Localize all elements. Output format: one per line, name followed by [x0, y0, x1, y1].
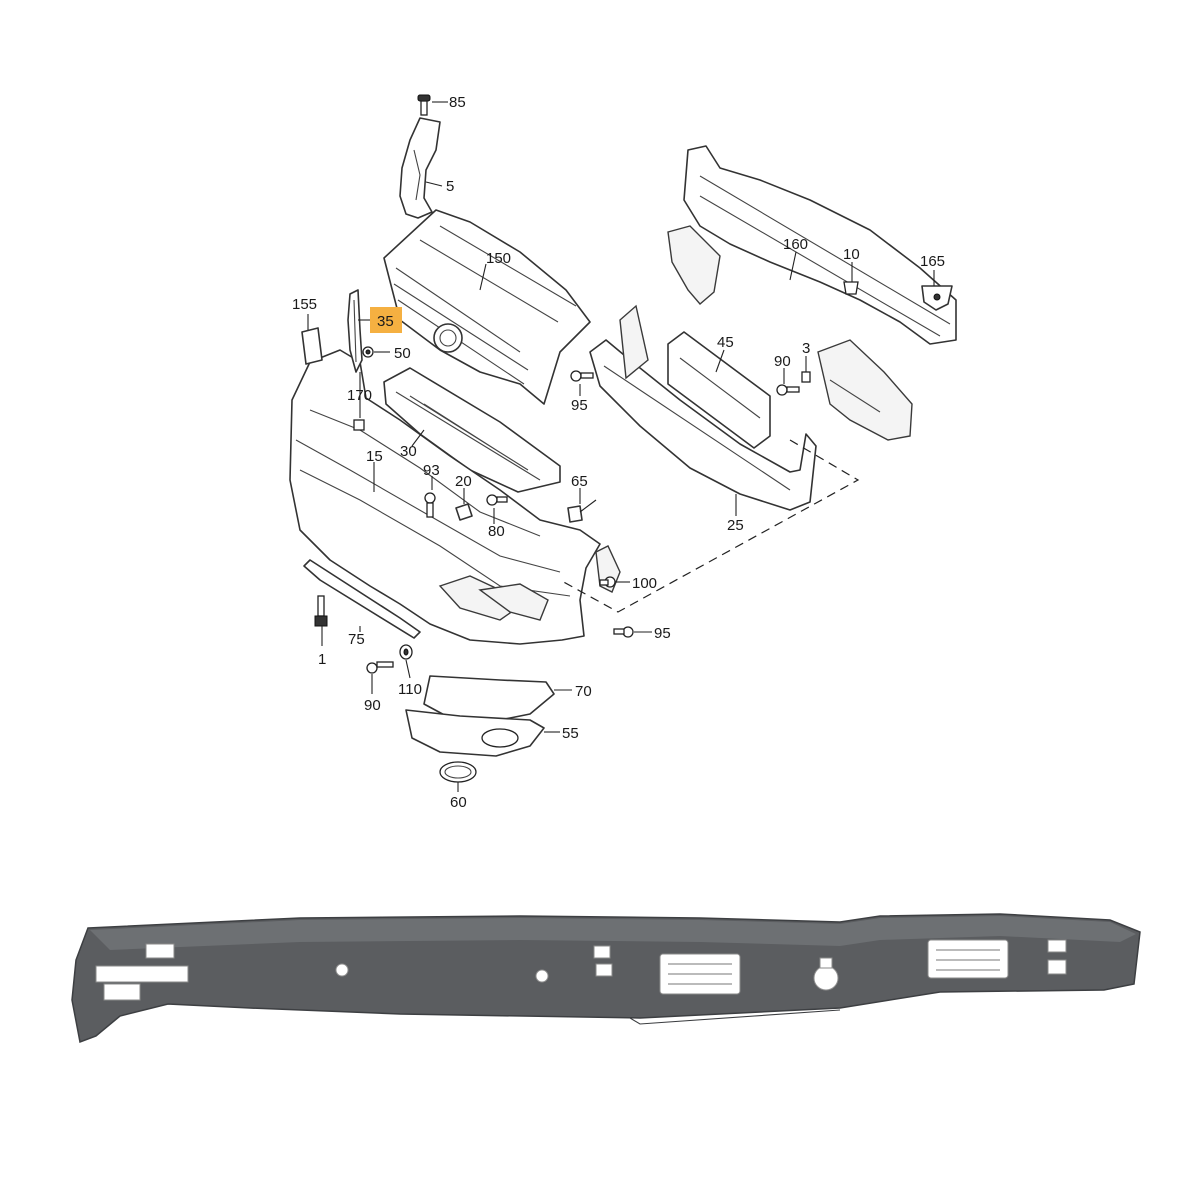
bracket-165-icon [921, 285, 953, 311]
bolt-100-icon [599, 576, 616, 588]
callout-95b: 95 [654, 625, 671, 642]
assembly-line [559, 439, 860, 613]
impact-absorber-part [667, 331, 771, 449]
callout-93: 93 [423, 462, 440, 479]
bolt-93-icon [424, 492, 436, 518]
bracket-slot-small-2 [595, 963, 613, 977]
callout-75: 75 [348, 631, 365, 648]
clip-10-icon [843, 281, 859, 295]
callout-45: 45 [717, 334, 734, 351]
bolt-95a-icon [570, 370, 594, 382]
callout-155: 155 [292, 296, 317, 313]
callout-10: 10 [843, 246, 860, 263]
callout-60: 60 [450, 794, 467, 811]
bracket-clip-window-2 [927, 939, 1009, 979]
callout-110: 110 [398, 681, 422, 698]
callout-55: 55 [562, 725, 579, 742]
bracket-slot-left-upper [145, 943, 175, 959]
plate-155-part [301, 327, 323, 365]
callout-35: 35 [377, 313, 394, 330]
callout-100: 100 [632, 575, 657, 592]
trim-70-part [423, 675, 555, 721]
air-guide-part [383, 367, 561, 493]
bracket-body [71, 913, 1141, 1044]
callout-35-highlight [370, 307, 402, 333]
radiator-grille-part [383, 209, 591, 405]
bracket-slot-right-lower [1047, 959, 1067, 975]
callout-30: 30 [400, 443, 417, 460]
callout-20: 20 [455, 473, 472, 490]
bumper-reinforcement-part [589, 304, 817, 511]
callout-50: 50 [394, 345, 411, 362]
screw-90a-icon [776, 384, 800, 396]
bolt-95b-icon [613, 626, 634, 638]
callout-160: 160 [783, 236, 808, 253]
spoiler-75-part [303, 559, 421, 639]
bracket-top-face [90, 916, 1136, 950]
clip-85-icon [417, 94, 431, 116]
nut-50-icon [362, 346, 374, 358]
callout-95a: 95 [571, 397, 588, 414]
callout-170: 170 [347, 387, 372, 404]
bracket-step-line [629, 1009, 841, 1025]
screw-1-icon [314, 595, 328, 627]
bracket-photo [71, 913, 1141, 1044]
clip-65-icon [567, 499, 597, 523]
callout-3: 3 [802, 340, 810, 357]
callout-15: 15 [366, 448, 383, 465]
callout-165: 165 [920, 253, 945, 270]
bracket-hole-1 [335, 963, 349, 977]
callout-5: 5 [446, 178, 454, 195]
callout-65: 65 [571, 473, 588, 490]
mounting-bracket-35-part [347, 289, 363, 373]
holder-20-icon [455, 503, 473, 521]
bracket-slot-left-lower [95, 965, 189, 983]
callout-70: 70 [575, 683, 592, 700]
callout-90a: 90 [774, 353, 791, 370]
washer-110-icon [399, 644, 413, 660]
headlight-trim-part [399, 117, 441, 219]
callout-150: 150 [486, 250, 511, 267]
screw-90b-icon [366, 661, 394, 674]
bracket-slot-small-1 [593, 945, 611, 959]
lock-carrier-part [667, 145, 957, 441]
trim-55-part [405, 709, 545, 757]
bracket-slot-left-end [103, 983, 141, 1001]
callout-80: 80 [488, 523, 505, 540]
callout-90b: 90 [364, 697, 381, 714]
callout-85: 85 [449, 94, 466, 111]
callout-25: 25 [727, 517, 744, 534]
callout-1: 1 [318, 651, 326, 668]
leader-lines [307, 101, 935, 792]
nut-3-icon [801, 371, 811, 383]
callout-labels: 85 5 150 160 10 165 155 35 50 45 90 3 95… [292, 94, 945, 811]
bracket-center-pin-stem [819, 957, 833, 969]
clip-170-icon [353, 419, 365, 431]
bracket-center-pin [813, 965, 839, 991]
ring-60-icon [439, 761, 477, 783]
bracket-hole-2 [535, 969, 549, 983]
bracket-slot-right-upper [1047, 939, 1067, 953]
screw-80-icon [486, 494, 508, 506]
